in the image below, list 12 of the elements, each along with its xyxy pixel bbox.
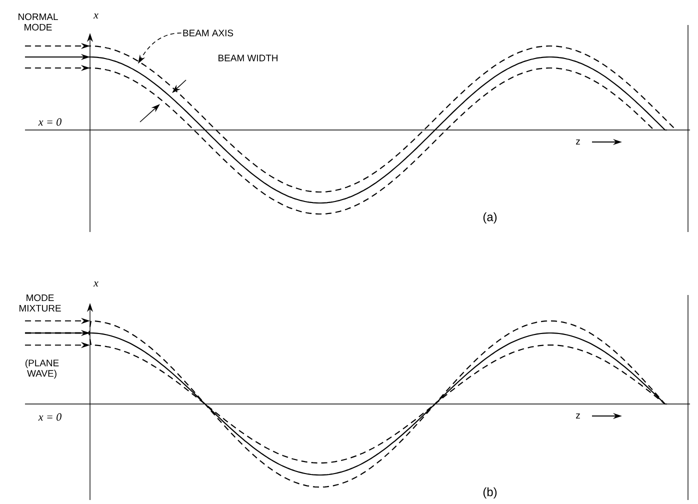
text-label: NORMAL MODE xyxy=(18,13,58,31)
axis-label: z xyxy=(576,140,580,144)
panel-label: (b) xyxy=(483,487,497,499)
text-label: (PLANE WAVE) xyxy=(26,359,59,379)
axis-label: x = 0 xyxy=(38,118,62,126)
text-label: MODE MIXTURE xyxy=(20,294,61,312)
axis-label: x xyxy=(93,13,98,18)
axis-label: x xyxy=(93,281,98,286)
axis-label: x = 0 xyxy=(38,413,62,421)
callout-text: BEAM AXIS xyxy=(183,30,234,36)
text-label: BEAM WIDTH xyxy=(218,54,278,62)
axis-label: z xyxy=(576,414,580,418)
